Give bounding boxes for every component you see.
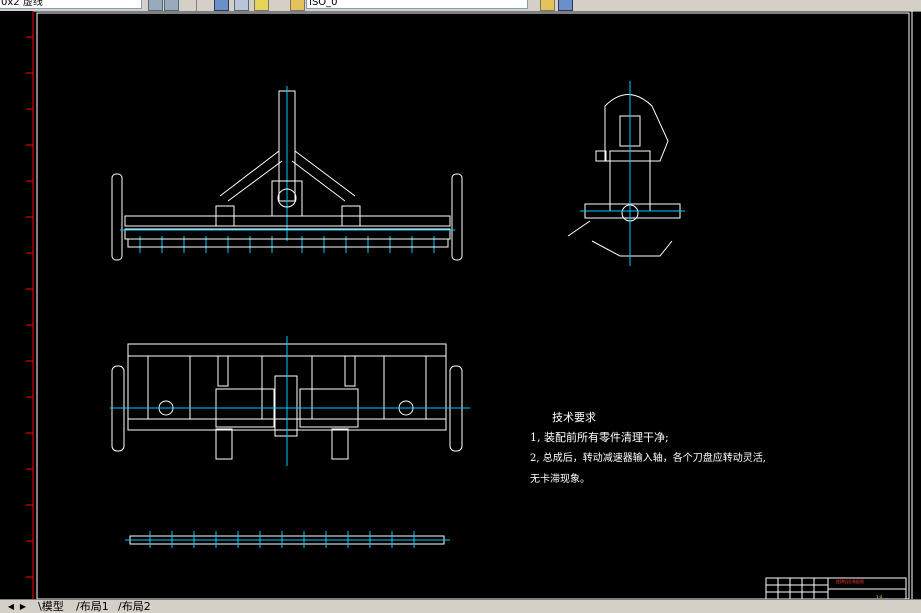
title-block [765,577,907,599]
drawing-frame [36,12,910,599]
tab-layout1-label: 布局1 [79,600,109,613]
layout-tabs: ◀ ▶ \模型 /布局1 /布局2 [0,599,921,613]
right-wheel [451,173,463,261]
side-plate [604,94,669,162]
plan-view [110,336,470,466]
drawing-canvas[interactable] [0,11,921,599]
left-wheel [111,173,123,261]
tab-model-label: 模型 [41,600,64,613]
tab-first-arrow-icon[interactable]: ◀ [7,602,15,611]
save-icon[interactable] [164,0,179,11]
tab-layout1[interactable]: /布局1 [76,600,109,613]
tech-requirement-line-1: 1, 装配前所有零件清理干净; [530,431,669,444]
properties-icon[interactable] [558,0,573,11]
side-view [567,81,685,266]
left-ruler-ticks [26,11,34,599]
toolbar-separator [196,0,197,11]
sun-icon[interactable] [290,0,305,11]
main-beam [124,215,451,227]
layer-prev-icon[interactable] [234,0,249,11]
match-properties-icon[interactable] [540,0,555,11]
front-view [111,86,463,261]
layer-combo-value: ISO_0 [309,0,338,8]
tech-requirement-line-2: 2, 总成后，转动减速器输入轴，各个刀盘应转动灵活, [530,453,766,464]
tech-requirement-line-3: 无卡滞现象。 [530,474,590,485]
toolbar: 0x2 虚线 ISO_0 [0,0,921,12]
tab-next-arrow-icon[interactable]: ▶ [19,602,27,611]
layer-icon[interactable] [214,0,229,11]
linetype-combo[interactable]: 0x2 虚线 [0,0,142,9]
title-block-name: 旋耕机总装配图 [836,579,864,584]
blade-shaft [125,531,450,548]
tech-requirements-title: 技术要求 [552,411,596,424]
layer-combo[interactable]: ISO_0 [306,0,528,9]
layer-states-icon[interactable] [148,0,163,11]
lightbulb-icon[interactable] [254,0,269,11]
tab-layout2[interactable]: /布局2 [118,600,151,613]
tab-layout2-label: 布局2 [121,600,151,613]
tab-model[interactable]: \模型 [38,600,64,613]
linetype-combo-value: 0x2 虚线 [1,0,43,8]
title-block-scale: 1:5 [876,594,883,599]
